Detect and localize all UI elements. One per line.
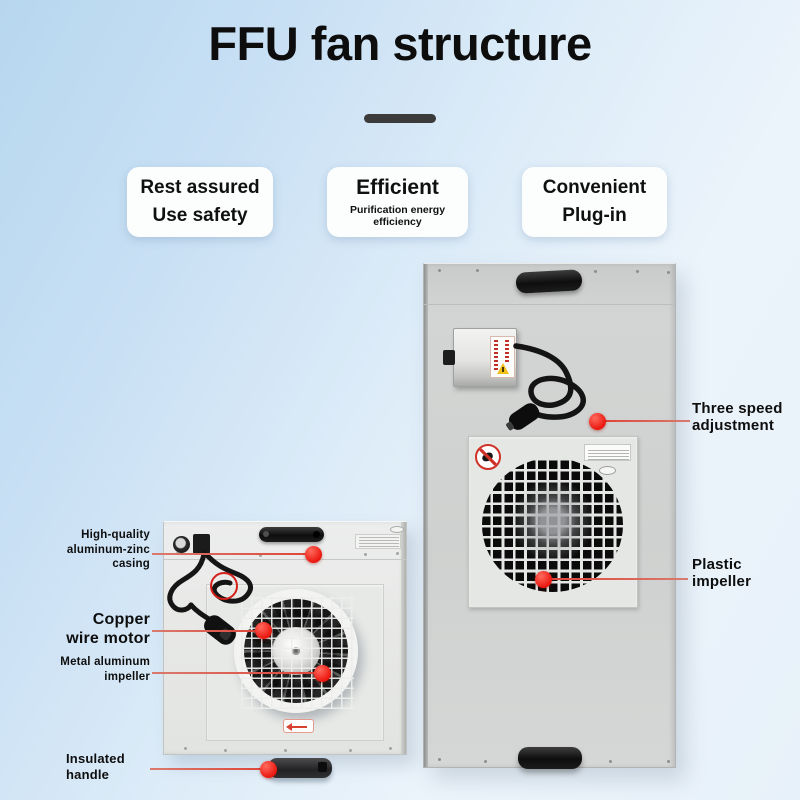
callout-dot-insulated-handle bbox=[260, 761, 277, 778]
warning-triangle-icon bbox=[497, 363, 509, 374]
speed-knob bbox=[173, 536, 190, 553]
callout-line-casing bbox=[152, 553, 307, 555]
no-touch-warning-icon bbox=[475, 444, 501, 470]
spec-label bbox=[355, 534, 401, 549]
callout-insulated-handle: Insulated handle bbox=[66, 751, 125, 782]
callout-line-three-speed bbox=[604, 420, 690, 422]
callout-metal-impeller: Metal aluminum impeller bbox=[60, 656, 150, 683]
fan-grille bbox=[482, 458, 623, 592]
brand-oval-logo bbox=[390, 526, 404, 533]
callout-line-plastic-impeller bbox=[550, 578, 688, 580]
filter-frame bbox=[468, 436, 638, 608]
panel-screws bbox=[424, 264, 427, 267]
callout-dot-metal-impeller bbox=[314, 665, 331, 682]
panel-seam bbox=[424, 304, 675, 305]
callout-three-speed: Three speed adjustment bbox=[692, 400, 783, 434]
callout-dot-three-speed bbox=[589, 413, 606, 430]
grille-center-tint bbox=[482, 458, 623, 592]
red-arrow-sticker bbox=[283, 719, 314, 733]
top-handle bbox=[259, 527, 324, 542]
badge-subtitle: Purification energy efficiency bbox=[349, 203, 446, 228]
callout-dot-casing bbox=[305, 546, 322, 563]
wire-grille bbox=[241, 596, 354, 709]
spec-label bbox=[584, 444, 631, 461]
page-title: FFU fan structure bbox=[208, 17, 592, 70]
warning-sticker bbox=[490, 336, 515, 378]
junction-box-connector bbox=[443, 350, 455, 365]
badge-title: Efficient bbox=[356, 175, 439, 199]
callout-line-metal-impeller bbox=[152, 672, 316, 674]
bottom-handle bbox=[268, 758, 332, 778]
panel-seam bbox=[164, 559, 406, 560]
badge-title: Convenient bbox=[542, 177, 647, 198]
junction-box bbox=[443, 328, 517, 387]
callout-copper-motor: Copper wire motor bbox=[66, 611, 150, 647]
badge-convenient: Convenient Plug-in bbox=[522, 167, 667, 237]
power-socket bbox=[193, 534, 210, 554]
ffu-unit-small bbox=[163, 521, 407, 778]
ffu-unit-large bbox=[423, 263, 676, 769]
title-divider-dash bbox=[364, 114, 436, 123]
feature-badges: Rest assured Use safety Efficient Purifi… bbox=[127, 167, 667, 237]
callout-dot-plastic-impeller bbox=[535, 571, 552, 588]
callout-plastic-impeller: Plastic impeller bbox=[692, 556, 752, 590]
badge-subtitle: Plug-in bbox=[562, 205, 627, 226]
panel-screws bbox=[164, 522, 167, 525]
badge-efficient: Efficient Purification energy efficiency bbox=[327, 167, 468, 237]
bottom-handle bbox=[518, 747, 582, 769]
callout-line-insulated-handle bbox=[150, 768, 262, 770]
top-handle bbox=[515, 269, 583, 294]
callout-dot-copper-motor bbox=[255, 622, 272, 639]
badge-rest-assured: Rest assured Use safety bbox=[127, 167, 273, 237]
badge-title: Rest assured bbox=[140, 177, 260, 198]
callout-line-copper-motor bbox=[152, 630, 257, 632]
badge-subtitle: Use safety bbox=[152, 205, 248, 226]
brand-oval-logo bbox=[599, 466, 616, 475]
callout-casing: High-quality aluminum-zinc casing bbox=[66, 529, 150, 570]
